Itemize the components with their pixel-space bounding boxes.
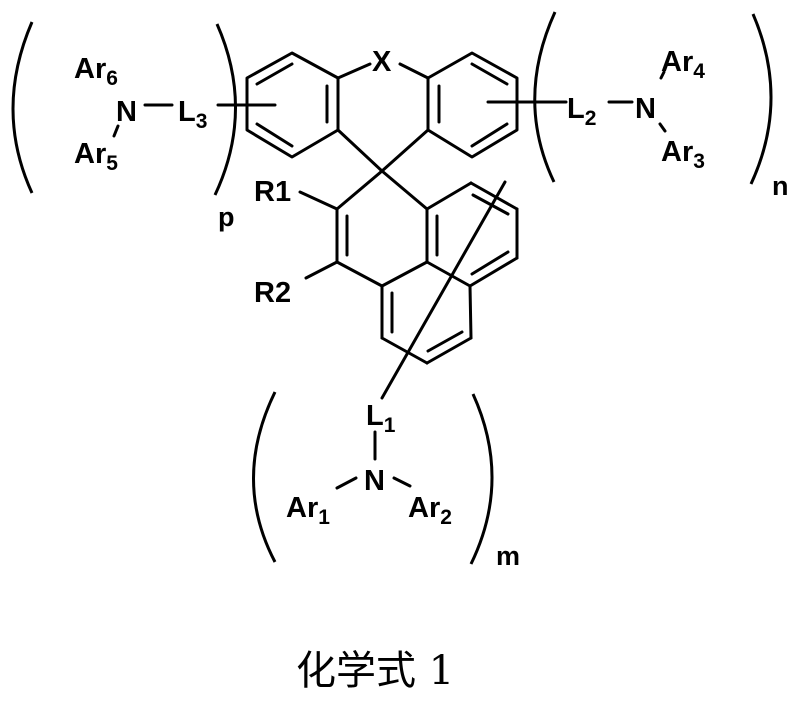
linker-l1: L1: [366, 400, 396, 437]
aryl-ar2: Ar2: [408, 492, 452, 529]
figure-caption: 化学式 1: [296, 648, 454, 694]
amine-n-bottom: N: [364, 465, 385, 497]
repeat-index-m: m: [496, 541, 520, 571]
bottom-close-paren: [469, 393, 494, 565]
left-amine-group: Ar6 N L3 Ar5 p: [11, 21, 277, 232]
repeat-index-n: n: [772, 171, 789, 201]
aryl-ar6: Ar6: [74, 53, 118, 90]
aryl-ar5: Ar5: [74, 138, 118, 175]
left-open-paren: [11, 21, 34, 194]
amine-n-right: N: [635, 93, 656, 125]
right-close-paren: [749, 13, 773, 185]
aryl-ar1: Ar1: [286, 492, 330, 529]
bridge-atom-x: X: [372, 46, 392, 78]
substituent-r1: R1: [254, 176, 291, 208]
bottom-open-paren: [252, 391, 277, 563]
right-open-paren: [533, 11, 557, 183]
right-benzene-ring: [426, 51, 519, 159]
linker-l3: L3: [178, 96, 207, 133]
right-amine-group: L2 N Ar4 Ar3 n: [486, 11, 789, 201]
linker-l2: L2: [567, 93, 596, 130]
r-substituents: R1 R2: [254, 176, 339, 309]
x-bridge: X: [336, 46, 430, 80]
bottom-amine-group: L1 N Ar1 Ar2 m: [252, 180, 520, 571]
substituent-r2: R2: [254, 277, 291, 309]
repeat-index-p: p: [218, 202, 235, 232]
spiro-center: [335, 128, 430, 211]
left-close-paren: [213, 23, 237, 196]
aryl-ar3: Ar3: [661, 136, 705, 173]
amine-n-left: N: [116, 96, 137, 128]
aryl-ar4: Ar4: [661, 46, 705, 83]
